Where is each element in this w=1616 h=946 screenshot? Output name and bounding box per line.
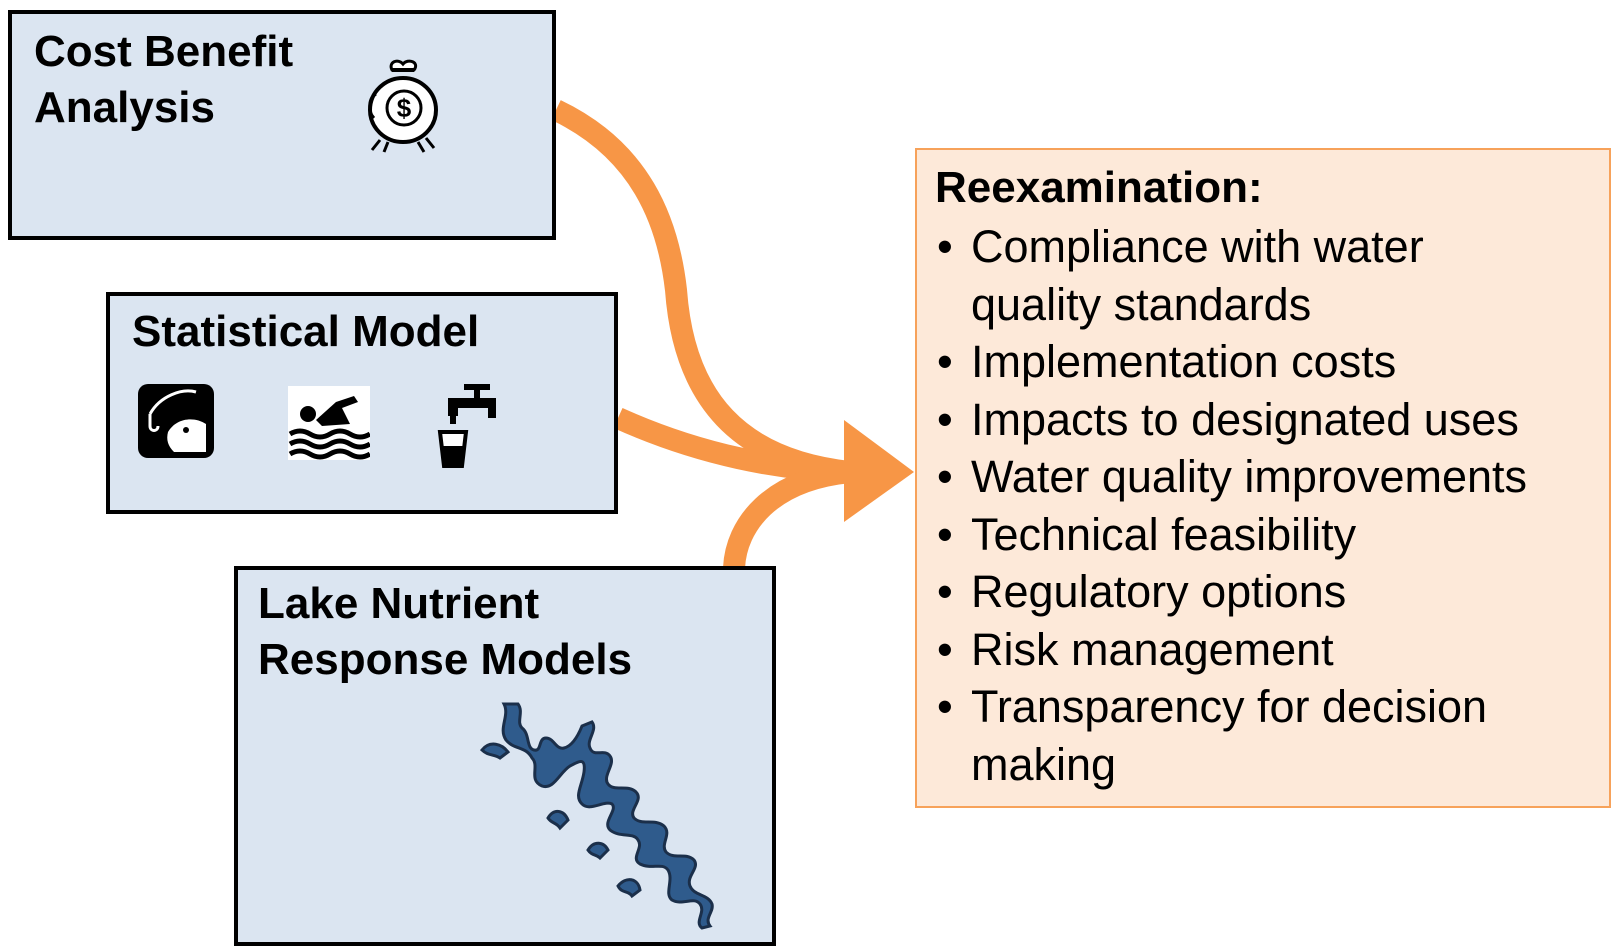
list-item-text: Implementation costs <box>971 336 1397 387</box>
list-item-text: Risk management <box>971 623 1334 675</box>
list-item-text: Impacts to designated uses <box>971 393 1519 445</box>
list-item: • Regulatory options <box>935 563 1527 621</box>
cost-benefit-title: Cost Benefit Analysis <box>34 27 294 132</box>
statistical-model-box: Statistical Model <box>106 292 618 514</box>
arrow-from-lake <box>723 461 852 569</box>
reexamination-list: • Compliance with water quality standards… <box>935 218 1527 793</box>
bullet-icon: • <box>937 681 953 732</box>
bullet-icon: • <box>937 221 953 272</box>
list-item: • Compliance with water quality standards <box>935 218 1527 333</box>
arrow-head <box>844 420 914 522</box>
lake-nutrient-title: Lake Nutrient Response Models <box>258 579 633 684</box>
list-item: • Implementation costs <box>935 333 1527 391</box>
reexamination-box: Reexamination: • Compliance with water qu… <box>915 148 1611 808</box>
lake-nutrient-models-box: Lake Nutrient Response Models <box>234 566 776 946</box>
svg-text:$: $ <box>397 93 412 123</box>
list-item-text: Compliance with water quality standards <box>971 221 1424 330</box>
reexamination-title: Reexamination: <box>935 163 1263 212</box>
list-item-text: Regulatory options <box>971 566 1347 617</box>
bullet-icon: • <box>937 393 953 445</box>
bullet-icon: • <box>937 566 953 617</box>
bullet-icon: • <box>937 623 953 675</box>
bullet-icon: • <box>937 336 953 387</box>
list-item-text: Transparency for decision making <box>971 681 1488 790</box>
fishing-icon <box>138 384 214 458</box>
cost-benefit-analysis-box: Cost Benefit Analysis $ <box>8 10 556 240</box>
money-bag-icon: $ <box>368 59 438 153</box>
list-item: • Transparency for decision making <box>935 678 1527 793</box>
swimming-icon <box>288 386 370 460</box>
faucet-icon <box>437 384 496 468</box>
bullet-icon: • <box>937 508 953 560</box>
list-item: • Impacts to designated uses <box>935 391 1527 449</box>
list-item: • Water quality improvements <box>935 448 1527 506</box>
arrow-from-cost-benefit <box>551 100 852 483</box>
list-item: • Risk management <box>935 621 1527 679</box>
list-item-text: Technical feasibility <box>971 508 1357 560</box>
bullet-icon: • <box>937 451 953 502</box>
list-item-text: Water quality improvements <box>971 451 1528 502</box>
lake-map-icon <box>479 702 714 930</box>
list-item: • Technical feasibility <box>935 506 1527 564</box>
statistical-model-title: Statistical Model <box>132 307 480 356</box>
